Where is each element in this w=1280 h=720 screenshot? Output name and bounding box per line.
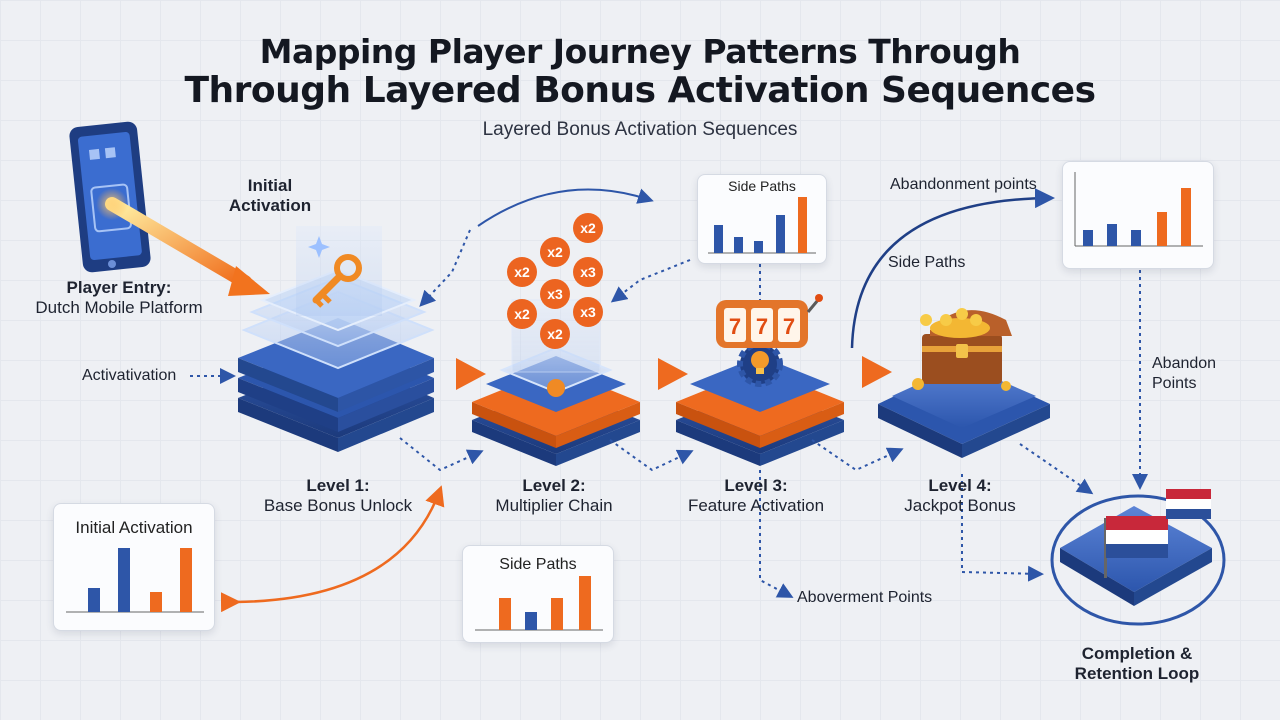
bar: [118, 548, 130, 612]
bar: [714, 225, 723, 253]
side-paths-card-bottom: Side Paths: [462, 545, 614, 643]
multiplier-text: x2: [547, 326, 563, 342]
multiplier-text: x2: [580, 220, 596, 236]
svg-text:7: 7: [756, 314, 768, 339]
level-1-label: Level 1:Base Bonus Unlock: [263, 476, 413, 515]
multiplier-bubble: [540, 279, 570, 309]
svg-text:7: 7: [783, 314, 795, 339]
connector-l3-l4-bottom: [811, 439, 904, 472]
bar: [525, 612, 537, 630]
card-title: Side Paths: [499, 556, 577, 573]
connector-to-l1-top: [419, 229, 471, 307]
bar: [1131, 230, 1141, 246]
netherlands-flag-icon: [1104, 516, 1168, 578]
key-icon: [308, 236, 362, 308]
multiplier-text: x2: [547, 244, 563, 260]
completion-label: Completion &Retention Loop: [1074, 644, 1200, 683]
multiplier-bubble: [507, 299, 537, 329]
bar: [88, 588, 100, 612]
bar: [499, 598, 511, 630]
completion-platform: [1050, 489, 1226, 626]
bar: [754, 241, 763, 253]
multiplier-bubbles: x2 x2 x2 x3 x3 x2 x3 x2: [507, 213, 603, 349]
multiplier-bubble: [540, 319, 570, 349]
bar: [798, 197, 807, 253]
bar: [1157, 212, 1167, 246]
multiplier-text: x2: [514, 264, 530, 280]
multiplier-bubble: [573, 297, 603, 327]
bar: [776, 215, 785, 253]
level-4-platform: [878, 308, 1050, 458]
side-paths-label: Side Paths: [888, 254, 966, 271]
bar: [1181, 188, 1191, 246]
connector-sidepaths-to-l2: [610, 259, 691, 303]
bar: [150, 592, 162, 612]
level-1-platform: [238, 226, 435, 452]
abandonment-points-label: Abandonment points: [890, 176, 1037, 193]
bar: [1107, 224, 1117, 246]
level-2-platform: [472, 299, 640, 466]
multiplier-bubble: [573, 213, 603, 243]
multiplier-text: x2: [514, 306, 530, 322]
bar: [180, 548, 192, 612]
player-entry-label: Player Entry:Dutch Mobile Platform: [35, 278, 203, 317]
svg-text:7: 7: [729, 314, 741, 339]
bar: [734, 237, 743, 253]
activation-note: Activativation: [82, 367, 177, 384]
connector-l3-down: [759, 470, 794, 598]
bar: [1083, 230, 1093, 246]
curved-arrow-abandonment: [850, 188, 1055, 349]
level-2-label: Level 2:Multiplier Chain: [495, 476, 613, 515]
level-3-label: Level 3:Feature Activation: [687, 476, 825, 515]
mini-bar-chart: [1074, 172, 1203, 247]
connector-l4-down: [961, 474, 1044, 582]
mini-bar-chart: [708, 197, 816, 254]
subtitle: Layered Bonus Activation Sequences: [482, 119, 798, 140]
curved-arrow-top: [477, 188, 654, 227]
side-paths-card-top: Side Paths: [697, 174, 827, 264]
connector-l1-l2-bottom: [399, 437, 484, 472]
mini-bar-chart: [66, 548, 204, 613]
multiplier-bubble: [573, 257, 603, 287]
title-line-2: Through Layered Bonus Activation Sequenc…: [184, 70, 1096, 111]
card-title: Side Paths: [728, 178, 796, 194]
connector-l2-l3-bottom: [609, 439, 694, 472]
netherlands-flag-icon: [1166, 489, 1211, 519]
title-line-1: Mapping Player Journey Patterns Through: [259, 32, 1021, 71]
card-title: Initial Activation: [75, 518, 193, 537]
multiplier-bubble: [507, 257, 537, 287]
aboverment-points-label: Aboverment Points: [797, 589, 933, 606]
multiplier-bubble: [540, 237, 570, 267]
multiplier-text: x3: [580, 264, 596, 280]
curved-arrow-bottom-left: [220, 485, 445, 613]
abandonment-card: [1062, 161, 1214, 269]
level-3-platform: 7 7 7: [676, 294, 844, 466]
mini-bar-chart: [475, 576, 603, 631]
slot-machine-icon: 7 7 7: [716, 294, 823, 348]
initial-activation-card: Initial Activation: [53, 503, 215, 631]
level-4-label: Level 4:Jackpot Bonus: [904, 476, 1016, 515]
treasure-chest-icon: [912, 308, 1012, 391]
bar: [579, 576, 591, 630]
multiplier-text: x3: [580, 304, 596, 320]
multiplier-text: x3: [547, 286, 563, 302]
dotted-connectors: [190, 229, 1148, 598]
bar: [551, 598, 563, 630]
connector-l4-to-completion: [1019, 443, 1094, 495]
gear-bulb-icon: [737, 341, 783, 387]
